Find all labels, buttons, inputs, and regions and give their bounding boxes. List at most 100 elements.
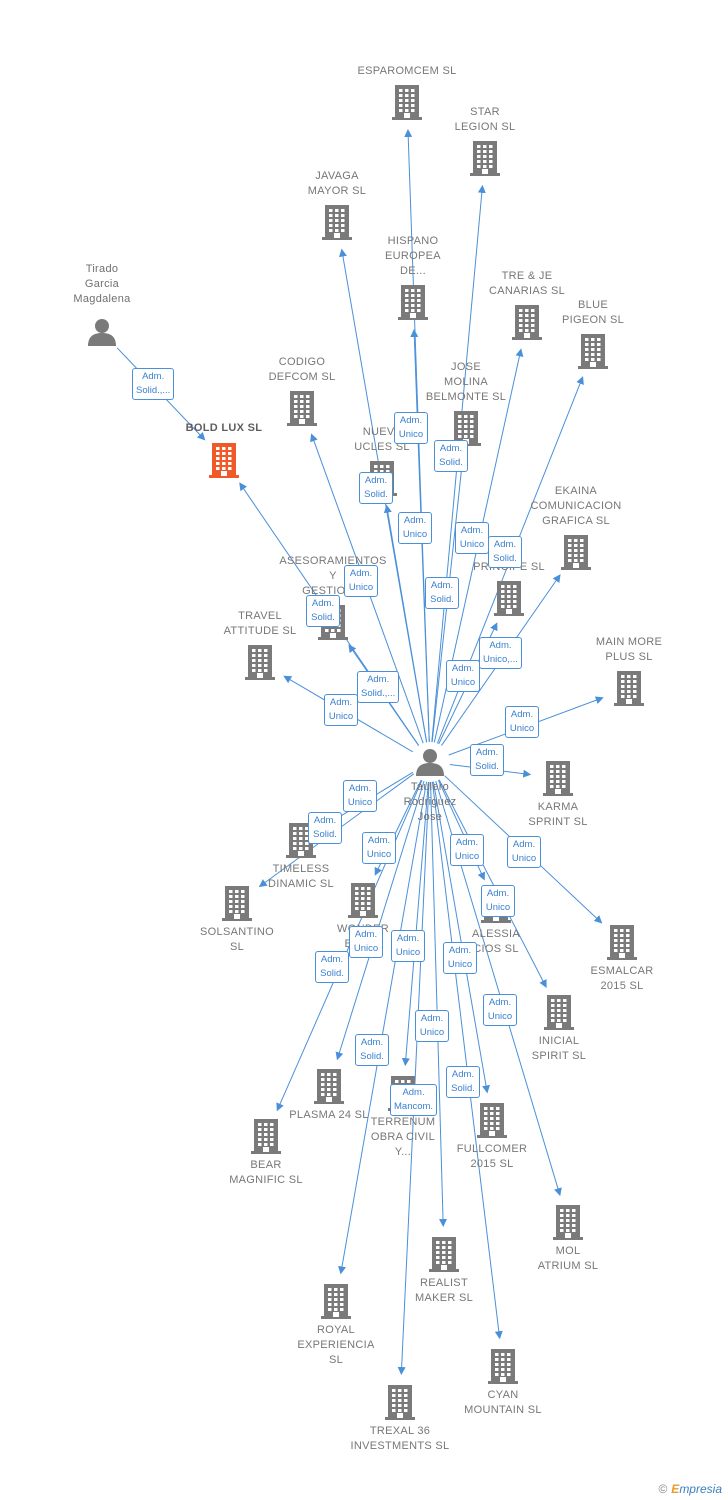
edge-role-label[interactable]: Adm. Solid.,... — [357, 671, 400, 703]
edge-role-label[interactable]: Adm. Solid. — [306, 595, 340, 627]
edge-role-label[interactable]: Adm. Solid. — [359, 472, 393, 504]
node-label[interactable]: BEAR MAGNIFIC SL — [229, 1159, 303, 1186]
node-label[interactable]: TERRENUM OBRA CIVIL Y... — [370, 1116, 436, 1158]
edge-role-label[interactable]: Adm. Solid. — [434, 440, 468, 472]
building-icon[interactable] — [543, 760, 573, 801]
building-icon[interactable] — [544, 994, 574, 1035]
building-icon[interactable] — [322, 204, 352, 245]
edge-role-label[interactable]: Adm. Solid. — [488, 536, 522, 568]
building-icon[interactable] — [494, 580, 524, 621]
building-icon[interactable] — [607, 924, 637, 965]
edge-role-label[interactable]: Adm. Solid. — [355, 1034, 389, 1066]
building-icon[interactable] — [222, 885, 252, 926]
edge-role-label[interactable]: Adm. Solid.,... — [132, 368, 175, 400]
edge-role-label[interactable]: Adm. Unico — [344, 565, 378, 597]
building-icon[interactable] — [398, 284, 428, 325]
node-label[interactable]: TIMELESS DINAMIC SL — [268, 863, 334, 890]
building-icon[interactable] — [553, 1204, 583, 1245]
building-icon[interactable] — [287, 390, 317, 431]
person-icon[interactable] — [415, 747, 445, 782]
edge-role-label[interactable]: Adm. Unico,... — [479, 637, 522, 669]
brand-logo: Empresia — [671, 1482, 722, 1496]
node-label[interactable]: REALIST MAKER SL — [414, 1277, 474, 1304]
building-icon[interactable] — [209, 442, 239, 483]
edge-role-label[interactable]: Adm. Unico — [446, 660, 480, 692]
building-icon[interactable] — [512, 304, 542, 345]
node-label[interactable]: MOL ATRIUM SL — [537, 1245, 599, 1272]
node-label[interactable]: KARMA SPRINT SL — [528, 801, 588, 828]
edge-role-label[interactable]: Adm. Solid. — [470, 744, 504, 776]
building-icon[interactable] — [245, 644, 275, 685]
building-icon[interactable] — [578, 333, 608, 374]
edge-center-terrenum — [401, 781, 429, 1067]
edge-role-label[interactable]: Adm. Unico — [398, 512, 432, 544]
node-label[interactable]: CODIGO DEFCOM SL — [268, 356, 336, 383]
building-icon[interactable] — [561, 534, 591, 575]
node-label[interactable]: SOLSANTINO SL — [200, 926, 274, 953]
edge-role-label[interactable]: Adm. Unico — [443, 942, 477, 974]
building-icon[interactable] — [614, 670, 644, 711]
edge-role-label[interactable]: Adm. Unico — [455, 522, 489, 554]
edge-role-label[interactable]: Adm. Unico — [483, 994, 517, 1026]
node-label[interactable]: TRE & JE CANARIAS SL — [488, 270, 566, 297]
node-label[interactable]: BOLD LUX SL — [185, 422, 263, 434]
node-label[interactable]: HISPANO EUROPEA DE... — [385, 235, 441, 277]
building-icon[interactable] — [470, 140, 500, 181]
edge-role-label[interactable]: Adm. Unico — [394, 412, 428, 444]
node-label[interactable]: JAVAGA MAYOR SL — [307, 170, 367, 197]
building-icon[interactable] — [477, 1102, 507, 1143]
person-icon[interactable] — [87, 317, 117, 352]
building-icon[interactable] — [321, 1283, 351, 1324]
edge-role-label[interactable]: Adm. Mancom. — [390, 1084, 438, 1116]
edge-role-label[interactable]: Adm. Unico — [481, 885, 515, 917]
edge-role-label[interactable]: Adm. Solid. — [446, 1066, 480, 1098]
node-label[interactable]: TRAVEL ATTITUDE SL — [223, 610, 297, 637]
node-label[interactable]: INICIAL SPIRIT SL — [531, 1035, 587, 1062]
building-icon[interactable] — [314, 1068, 344, 1109]
node-label[interactable]: NUEVA UCLES SL — [354, 426, 410, 453]
edge-role-label[interactable]: Adm. Unico — [362, 832, 396, 864]
node-label[interactable]: BLUE PIGEON SL — [562, 299, 624, 326]
edge-role-label[interactable]: Adm. Unico — [343, 780, 377, 812]
edge-role-label[interactable]: Adm. Solid. — [315, 951, 349, 983]
building-icon[interactable] — [348, 882, 378, 923]
node-label[interactable]: FULLCOMER 2015 SL — [456, 1143, 528, 1170]
building-icon[interactable] — [385, 1384, 415, 1425]
node-label[interactable]: STAR LEGION SL — [454, 106, 516, 133]
node-label[interactable]: ESPAROMCEM SL — [357, 65, 457, 77]
node-label[interactable]: MAIN MORE PLUS SL — [595, 636, 663, 663]
edge-center-realistmaker — [430, 781, 448, 1228]
edge-center-trexal36 — [397, 781, 430, 1376]
edge-role-label[interactable]: Adm. Solid. — [308, 812, 342, 844]
edge-role-label[interactable]: Adm. Unico — [415, 1010, 449, 1042]
edge-center-inicialspirit — [438, 779, 547, 989]
node-label[interactable]: TREXAL 36 INVESTMENTS SL — [350, 1425, 450, 1452]
edge-role-label[interactable]: Adm. Unico — [450, 834, 484, 866]
footer-brand[interactable]: ©Empresia — [658, 1482, 722, 1496]
node-label[interactable]: Tirado Garcia Magdalena — [73, 263, 131, 305]
edge-role-label[interactable]: Adm. Solid. — [425, 577, 459, 609]
edge-role-label[interactable]: Adm. Unico — [324, 694, 358, 726]
edge-role-label[interactable]: Adm. Unico — [349, 926, 383, 958]
building-icon[interactable] — [251, 1118, 281, 1159]
brand-initial: E — [671, 1482, 680, 1496]
building-icon[interactable] — [429, 1236, 459, 1277]
node-label[interactable]: Taulero Rodriguez Jose — [403, 781, 457, 823]
node-label[interactable]: CYAN MOUNTAIN SL — [464, 1389, 542, 1416]
node-label[interactable]: PLASMA 24 SL — [289, 1109, 369, 1121]
edge-role-label[interactable]: Adm. Unico — [505, 706, 539, 738]
node-label[interactable]: EKAINA COMUNICACION GRAFICA SL — [530, 485, 622, 527]
edge-center-fullcomer — [432, 781, 490, 1094]
node-label[interactable]: JOSE MOLINA BELMONTE SL — [425, 361, 507, 403]
node-label[interactable]: ROYAL EXPERIENCIA SL — [297, 1324, 375, 1366]
node-label[interactable]: ALESSIA CIOS SL — [472, 928, 520, 955]
node-label[interactable]: ESMALCAR 2015 SL — [590, 965, 654, 992]
edge-role-label[interactable]: Adm. Unico — [507, 836, 541, 868]
copyright-symbol: © — [658, 1482, 668, 1496]
edge-center-nuevaucles — [383, 504, 428, 743]
building-icon[interactable] — [488, 1348, 518, 1389]
edge-center-cyanmountain — [431, 781, 503, 1340]
brand-rest: mpresia — [679, 1482, 722, 1496]
edge-role-label[interactable]: Adm. Unico — [391, 930, 425, 962]
building-icon[interactable] — [392, 84, 422, 125]
